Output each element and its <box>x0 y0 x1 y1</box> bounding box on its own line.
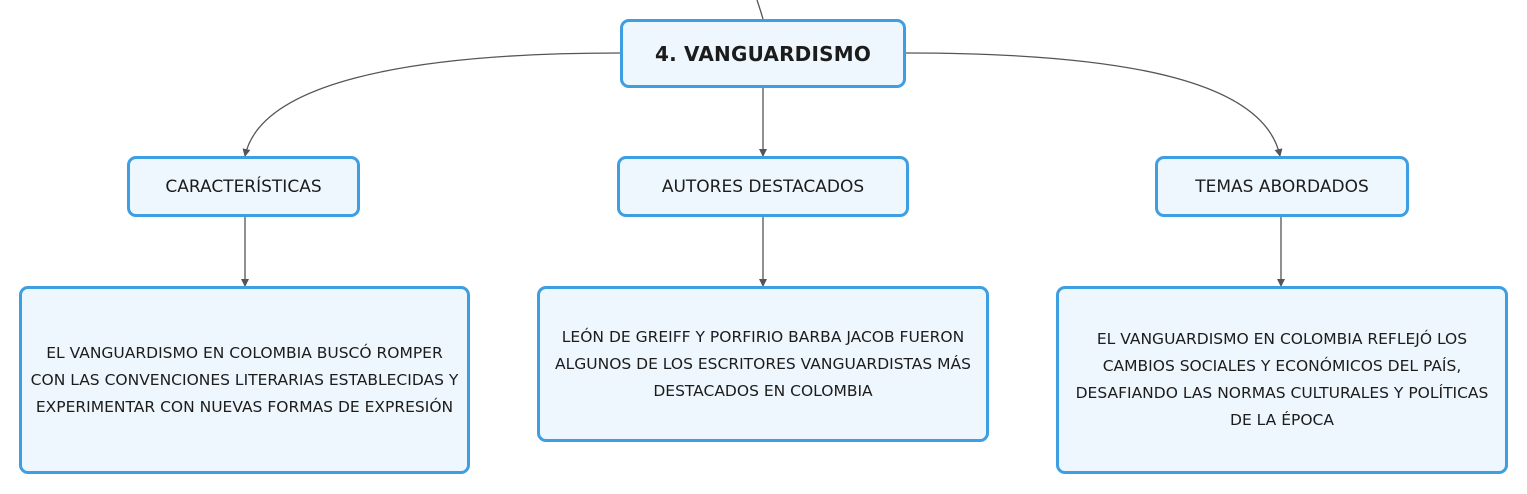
detail-text-temas-abordados: EL VANGUARDISMO EN COLOMBIA REFLEJÓ LOS … <box>1075 330 1489 429</box>
detail-node-temas-abordados[interactable]: EL VANGUARDISMO EN COLOMBIA REFLEJÓ LOS … <box>1056 286 1508 474</box>
branch-node-caracteristicas[interactable]: CARACTERÍSTICAS <box>127 156 360 217</box>
detail-text-caracteristicas: EL VANGUARDISMO EN COLOMBIA BUSCÓ ROMPER… <box>30 343 459 416</box>
connector-root-to-temas <box>905 52 1283 157</box>
branch-label-caracteristicas: CARACTERÍSTICAS <box>165 176 322 197</box>
detail-node-autores-destacados[interactable]: LEÓN DE GREIFF Y PORFIRIO BARBA JACOB FU… <box>537 286 989 442</box>
root-node-label: 4. VANGUARDISMO <box>654 41 872 66</box>
detail-text-autores-destacados: LEÓN DE GREIFF Y PORFIRIO BARBA JACOB FU… <box>555 327 971 400</box>
connector-root-to-caracteristicas <box>242 52 621 157</box>
branch-label-autores-destacados: AUTORES DESTACADOS <box>661 176 865 197</box>
branch-node-temas-abordados[interactable]: TEMAS ABORDADOS <box>1155 156 1409 217</box>
branch-node-autores-destacados[interactable]: AUTORES DESTACADOS <box>617 156 909 217</box>
detail-node-caracteristicas[interactable]: EL VANGUARDISMO EN COLOMBIA BUSCÓ ROMPER… <box>19 286 470 474</box>
root-node[interactable]: 4. VANGUARDISMO <box>620 19 906 88</box>
branch-label-temas-abordados: TEMAS ABORDADOS <box>1195 176 1369 197</box>
incoming-connector <box>756 0 764 20</box>
